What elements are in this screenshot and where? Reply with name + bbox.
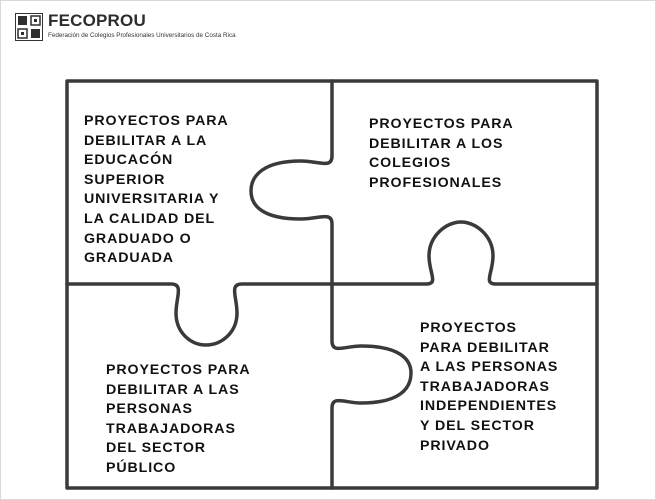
text-line: DEBILITAR A LAS bbox=[106, 381, 240, 398]
seam-left-horizontal bbox=[65, 282, 334, 347]
piece-bottom-left-text: PROYECTOS PARA DEBILITAR A LAS PERSONAS … bbox=[106, 361, 261, 479]
logo-subtitle: Federación de Colegios Profesionales Uni… bbox=[48, 32, 236, 39]
text-line: TRABAJADORAS bbox=[106, 420, 236, 437]
text-line: PROYECTOS PARA bbox=[106, 362, 251, 378]
text-line: PROFESIONALES bbox=[369, 174, 503, 191]
text-line: DEL SECTOR bbox=[106, 440, 206, 457]
text-line: GRADUADA bbox=[84, 250, 174, 267]
text-line: PROYECTOS bbox=[420, 320, 517, 336]
text-line: PERSONAS bbox=[106, 401, 193, 418]
seam-top-vertical bbox=[249, 79, 334, 286]
piece-top-left-text: PROYECTOS PARA DEBILITAR A LA EDUCACÓN S… bbox=[84, 112, 241, 269]
fecoprou-logo: FECOPROU Federación de Colegios Profesio… bbox=[15, 11, 273, 44]
fecoprou-logo-icon bbox=[15, 13, 43, 41]
text-line: PÚBLICO bbox=[106, 459, 177, 476]
text-line: PRIVADO bbox=[420, 437, 490, 454]
text-line: DEBILITAR A LOS bbox=[369, 135, 504, 152]
piece-top-right-text: PROYECTOS PARA DEBILITAR A LOS COLEGIOS … bbox=[369, 115, 543, 193]
text-line: TRABAJADORAS bbox=[420, 378, 550, 395]
text-line: INDEPENDIENTES bbox=[420, 398, 558, 415]
seam-bottom-vertical bbox=[330, 282, 413, 490]
text-line: GRADUADO O bbox=[84, 230, 192, 247]
text-line: EDUCACÓN bbox=[84, 152, 174, 169]
seam-right-horizontal bbox=[330, 220, 599, 286]
text-line: PARA DEBILITAR bbox=[420, 339, 550, 356]
text-line: LA CALIDAD DEL bbox=[84, 210, 216, 227]
text-line: SUPERIOR bbox=[84, 171, 166, 188]
text-line: DEBILITAR A LA bbox=[84, 132, 208, 149]
text-line: UNIVERSITARIA Y bbox=[84, 191, 220, 208]
text-line: Y DEL SECTOR bbox=[420, 417, 535, 434]
text-line: COLEGIOS bbox=[369, 155, 452, 172]
text-line: A LAS PERSONAS bbox=[420, 359, 559, 376]
text-line: PROYECTOS PARA bbox=[369, 116, 514, 132]
logo-name: FECOPROU bbox=[48, 11, 146, 30]
text-line: PROYECTOS PARA bbox=[84, 113, 229, 129]
piece-bottom-right-text: PROYECTOS PARA DEBILITAR A LAS PERSONAS … bbox=[420, 319, 572, 456]
